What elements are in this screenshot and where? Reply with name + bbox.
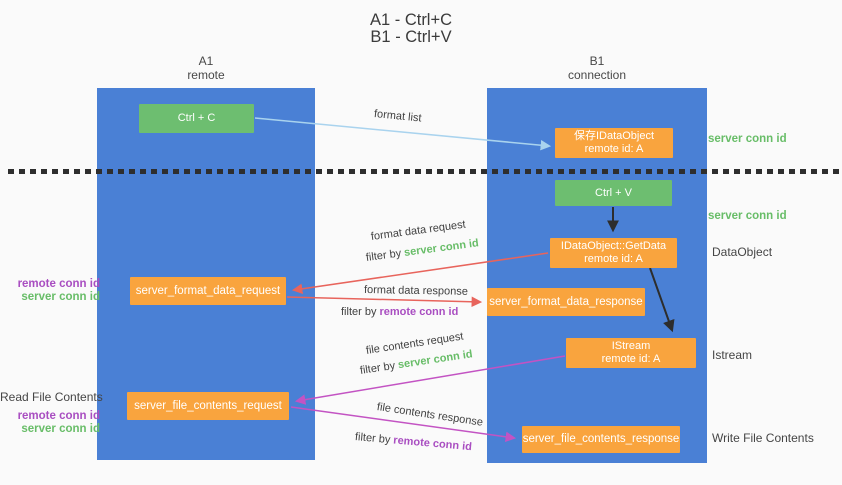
node-server-format-data-request: server_format_data_request [130, 277, 286, 305]
node-save-idataobject-line1: 保存IDataObject [573, 130, 655, 142]
side-dataobject: DataObject [712, 245, 773, 259]
side-server-conn-id-top: server conn id [708, 133, 787, 145]
lane-a-name: A1 [198, 54, 214, 68]
label-format-list: format list [373, 108, 423, 125]
left-read-file-block: Read File Contents remote conn id server… [0, 390, 103, 436]
node-ctrl-v-label: Ctrl + V [595, 186, 632, 199]
filter-by-text: filter by [359, 359, 396, 377]
node-istream-line2: remote id: A [601, 353, 661, 365]
label-file-contents-response: file contents response [376, 401, 484, 429]
left-server-conn-id-format: server conn id [21, 291, 100, 303]
lane-a-header: A1 remote [97, 54, 315, 82]
node-idataobject-getdata: IDataObject::GetData remote id: A [550, 238, 677, 268]
node-server-file-contents-response-label: server_file_contents_response [522, 433, 680, 445]
lane-b-header: B1 connection [487, 54, 707, 82]
lane-b-name: B1 [589, 54, 605, 68]
node-istream-line1: IStream [611, 340, 651, 352]
node-istream: IStream remote id: A [566, 338, 696, 368]
left-remote-conn-id-file: remote conn id [17, 410, 100, 422]
left-server-conn-id-file: server conn id [21, 423, 100, 435]
node-idataobject-getdata-line2: remote id: A [584, 253, 643, 265]
node-idataobject-getdata-line1: IDataObject::GetData [560, 240, 667, 252]
left-remote-conn-id-format: remote conn id [17, 278, 100, 290]
server-conn-id-highlight: server conn id [397, 348, 474, 372]
node-ctrl-c-label: Ctrl + C [177, 112, 216, 124]
node-save-idataobject: 保存IDataObject remote id: A [555, 128, 673, 158]
arrow-format-data-response [286, 296, 483, 308]
side-istream: Istream [712, 348, 753, 362]
node-server-format-data-response: server_format_data_response [487, 288, 645, 316]
node-server-format-data-response-label: server_format_data_response [489, 295, 643, 308]
filter-by-text: filter by [354, 431, 391, 447]
server-conn-id-highlight: server conn id [403, 237, 480, 259]
diagram-title-line2: B1 - Ctrl+V [370, 28, 452, 46]
node-server-file-contents-request: server_file_contents_request [127, 392, 289, 420]
label-format-data-request: format data request [370, 218, 467, 243]
remote-conn-id-highlight: remote conn id [392, 434, 473, 454]
left-conn-ids-format: remote conn id server conn id [0, 278, 100, 304]
filter-by-text: filter by [341, 306, 377, 318]
side-server-conn-id-mid: server conn id [708, 210, 787, 222]
node-save-idataobject-line2: remote id: A [584, 143, 644, 155]
left-read-file-contents: Read File Contents [0, 390, 103, 404]
lane-a-role: remote [187, 68, 225, 82]
dotted-divider [8, 169, 842, 174]
node-server-file-contents-request-label: server_file_contents_request [134, 399, 282, 412]
node-server-format-data-request-label: server_format_data_request [135, 284, 281, 297]
node-ctrl-c: Ctrl + C [139, 104, 254, 133]
label-format-data-response: format data response [363, 284, 469, 298]
side-write-file-contents: Write File Contents [712, 431, 814, 445]
node-server-file-contents-response: server_file_contents_response [522, 426, 680, 453]
diagram-title-line1: A1 - Ctrl+C [369, 11, 453, 29]
remote-conn-id-highlight: remote conn id [379, 306, 459, 318]
filter-by-text: filter by [365, 247, 402, 264]
node-ctrl-v: Ctrl + V [555, 180, 672, 206]
lane-b-role: connection [567, 68, 627, 82]
diagram-title: A1 - Ctrl+C B1 - Ctrl+V [0, 12, 822, 46]
